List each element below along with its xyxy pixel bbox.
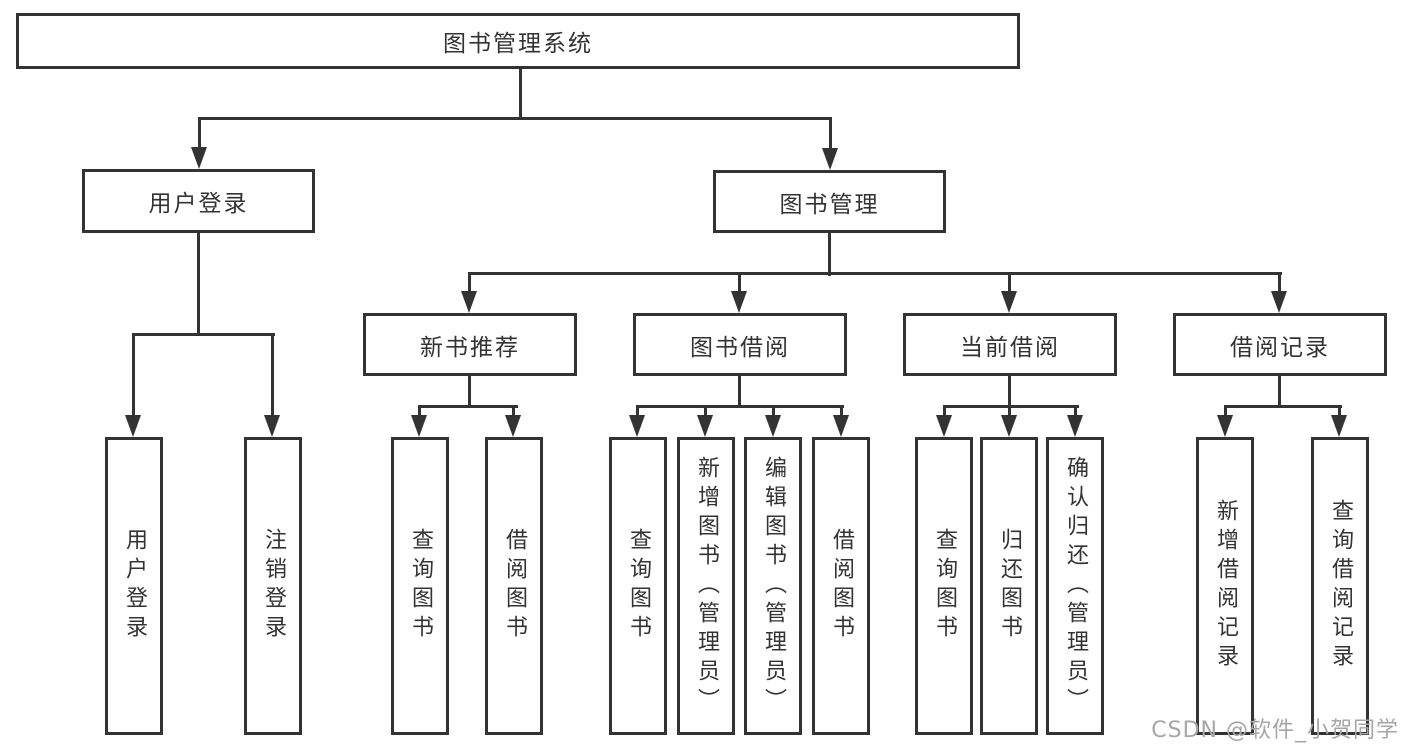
connector-cb-bar <box>943 405 1079 408</box>
connector-drop <box>418 405 421 417</box>
connector-nbr-bar <box>418 405 518 408</box>
node-label: 新书推荐 <box>420 334 520 361</box>
arrow-down-icon <box>1067 415 1083 437</box>
arrow-down-icon <box>822 148 838 170</box>
connector-drop <box>772 405 775 417</box>
connector-drop <box>1074 405 1077 417</box>
leaf-label: 新增图书（管理员） <box>694 455 719 717</box>
connector-drop-book-borrow <box>738 272 741 294</box>
leaf-label: 用户登录 <box>122 528 147 644</box>
leaf-label: 查询图书 <box>408 528 433 644</box>
leaf-label: 借阅图书 <box>829 528 854 644</box>
arrow-down-icon <box>505 415 521 437</box>
leaf-bb-edit-books-admin: 编辑图书（管理员） <box>744 437 802 735</box>
leaf-nbr-borrow-books: 借阅图书 <box>485 437 543 735</box>
node-label: 借阅记录 <box>1230 334 1330 361</box>
leaf-label: 编辑图书（管理员） <box>761 455 786 717</box>
arrow-down-icon <box>765 415 781 437</box>
leaf-label: 新增借阅记录 <box>1213 499 1238 673</box>
arrow-down-icon <box>629 415 645 437</box>
node-new-book-recommend: 新书推荐 <box>363 313 577 376</box>
arrow-down-icon <box>1331 415 1347 437</box>
leaf-label: 查询图书 <box>626 528 651 644</box>
arrow-down-icon <box>1271 291 1287 313</box>
arrow-down-icon <box>191 147 207 169</box>
node-borrow-records: 借阅记录 <box>1173 313 1387 376</box>
leaf-br-add-record: 新增借阅记录 <box>1196 437 1254 735</box>
connector-drop <box>1008 405 1011 417</box>
connector-drop-new-book <box>468 272 471 294</box>
connector-drop-logout <box>271 333 274 416</box>
node-current-borrow: 当前借阅 <box>903 313 1117 376</box>
connector-bb-stem <box>738 376 741 408</box>
connector-drop-book-management <box>829 117 832 148</box>
connector-nbr-stem <box>468 376 471 408</box>
arrow-down-icon <box>833 415 849 437</box>
leaf-cb-return-books: 归还图书 <box>980 437 1038 735</box>
leaf-user-login: 用户登录 <box>105 437 163 735</box>
arrow-down-icon <box>125 415 141 437</box>
connector-br-stem <box>1278 376 1281 408</box>
leaf-br-query-record: 查询借阅记录 <box>1311 437 1369 735</box>
arrow-down-icon <box>1217 415 1233 437</box>
connector-user-stem <box>197 233 200 336</box>
connector-drop-current-borrow <box>1008 272 1011 294</box>
leaf-nbr-query-books: 查询图书 <box>391 437 449 735</box>
node-library-system: 图书管理系统 <box>16 13 1020 69</box>
arrow-down-icon <box>264 415 280 437</box>
node-label: 图书管理 <box>779 191 880 218</box>
leaf-bb-query-books: 查询图书 <box>609 437 667 735</box>
node-user-login: 用户登录 <box>82 169 315 233</box>
node-label: 图书管理系统 <box>443 31 593 57</box>
connector-mgmt-stem <box>828 233 831 276</box>
connector-drop <box>1338 405 1341 417</box>
connector-user-bar <box>132 333 275 336</box>
leaf-cb-query-books: 查询图书 <box>915 437 973 735</box>
node-label: 图书借阅 <box>690 334 790 361</box>
connector-drop <box>1224 405 1227 417</box>
arrow-down-icon <box>936 415 952 437</box>
connector-bb-bar <box>636 405 844 408</box>
leaf-label: 注销登录 <box>261 528 286 644</box>
leaf-bb-add-books-admin: 新增图书（管理员） <box>677 437 735 735</box>
node-label: 当前借阅 <box>960 334 1060 361</box>
connector-cb-stem <box>1008 376 1011 408</box>
connector-drop <box>512 405 515 417</box>
leaf-cb-confirm-return-admin: 确认归还（管理员） <box>1046 437 1104 735</box>
connector-mgmt-bar <box>468 272 1282 275</box>
arrow-down-icon <box>1001 291 1017 313</box>
csdn-watermark: CSDN @软件_小贺同学 <box>1151 718 1399 743</box>
connector-drop <box>840 405 843 417</box>
leaf-label: 确认归还（管理员） <box>1063 455 1088 717</box>
connector-drop-user-login <box>198 117 201 148</box>
leaf-label: 归还图书 <box>997 528 1022 644</box>
leaf-label: 查询借阅记录 <box>1328 499 1353 673</box>
connector-root-bar <box>198 117 832 120</box>
connector-drop <box>636 405 639 417</box>
node-book-management: 图书管理 <box>713 170 946 233</box>
leaf-logout: 注销登录 <box>244 437 302 735</box>
connector-drop <box>943 405 946 417</box>
arrow-down-icon <box>697 415 713 437</box>
arrow-down-icon <box>411 415 427 437</box>
connector-root-stem <box>519 68 522 118</box>
leaf-label: 借阅图书 <box>502 528 527 644</box>
arrow-down-icon <box>1001 415 1017 437</box>
node-label: 用户登录 <box>148 191 249 217</box>
leaf-bb-borrow-books: 借阅图书 <box>812 437 870 735</box>
connector-drop <box>704 405 707 417</box>
connector-br-bar <box>1224 405 1342 408</box>
connector-drop-borrow-records <box>1278 272 1281 294</box>
connector-drop-login <box>132 333 135 416</box>
leaf-label: 查询图书 <box>932 528 957 644</box>
arrow-down-icon <box>731 291 747 313</box>
node-book-borrow: 图书借阅 <box>633 313 847 376</box>
arrow-down-icon <box>461 291 477 313</box>
